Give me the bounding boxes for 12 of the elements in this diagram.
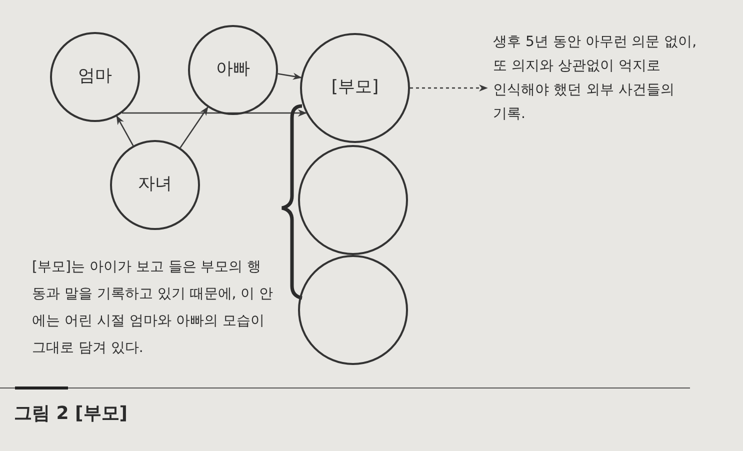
node-label: [부모] bbox=[331, 76, 379, 100]
arrow bbox=[410, 84, 488, 92]
note-text: [부모]는 아이가 보고 들은 부모의 행동과 말을 기록하고 있기 때문에, 이 안에는 어린 시절 엄마와 아빠의 모습이 그대로 담겨 있다. bbox=[32, 258, 274, 358]
node-label: 자녀 bbox=[138, 173, 172, 196]
node-label: 엄마 bbox=[78, 65, 112, 88]
arrow bbox=[180, 106, 208, 148]
description-text: 생후 5년 동안 아무런 의문 없이, 또 의지와 상관없이 억지로 인식해야 했던 외부 사건들의 기록. bbox=[493, 33, 698, 124]
arrow bbox=[122, 109, 307, 117]
arrow bbox=[278, 72, 302, 80]
arrow bbox=[116, 116, 134, 146]
node-label: 아빠 bbox=[216, 58, 250, 82]
figure-caption: 그림 2 [부모] bbox=[14, 402, 128, 426]
